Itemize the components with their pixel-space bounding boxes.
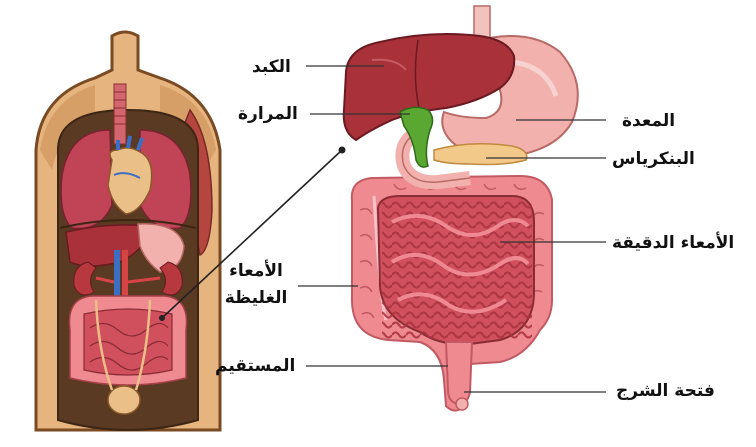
label-gallbladder: المرارة [238,103,298,125]
anus [456,398,468,410]
digestive-detail [344,6,578,411]
label-liver: الكبد [252,56,291,78]
label-stomach: المعدة [622,110,675,132]
label-pancreas: البنكرياس [612,148,695,170]
pancreas [434,144,527,165]
label-small-intestine: الأمعاء الدقيقة [612,232,734,254]
label-large-intestine-line1: الأمعاء [220,258,292,285]
rectum [446,342,472,404]
figure-bladder [108,386,140,414]
label-large-intestine-line2: الغليظة [220,285,292,312]
trachea [114,84,126,144]
torso-figure [36,32,346,430]
label-rectum: المستقيم [215,355,295,377]
label-anus: فتحة الشرج [616,380,715,402]
label-large-intestine: الأمعاء الغليظة [220,258,292,312]
